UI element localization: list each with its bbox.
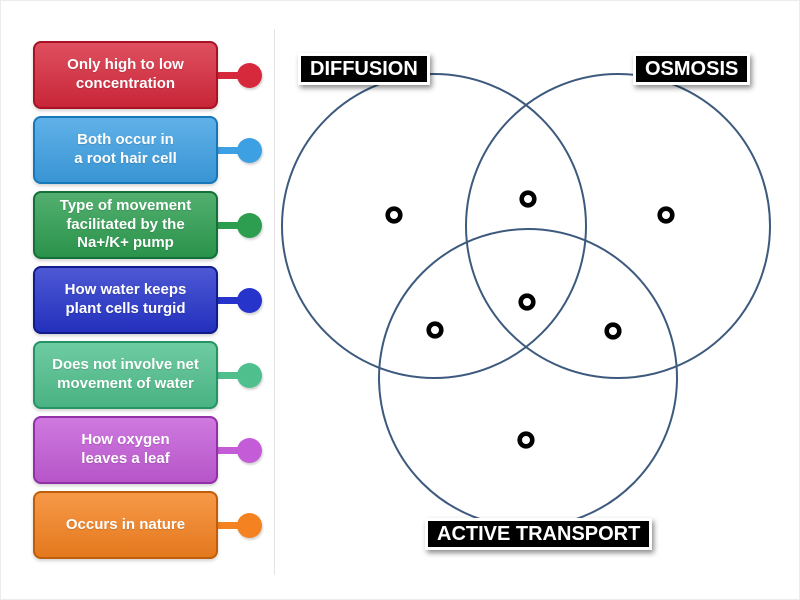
pin-handle-icon <box>237 212 262 238</box>
pin-stem <box>213 446 251 454</box>
pin-handle-icon <box>237 437 262 463</box>
drop-target-all-three[interactable] <box>518 293 536 311</box>
label-card-text: Does not involve net movement of water <box>52 356 199 392</box>
label-card-text: Only high to low concentration <box>67 56 184 92</box>
venn-circle-diffusion <box>281 73 587 379</box>
label-card-text: How oxygen leaves a leaf <box>81 431 170 467</box>
venn-label-active-transport: ACTIVE TRANSPORT <box>425 518 653 550</box>
label-card-text: Type of movement facilitated by the Na+/… <box>59 196 192 252</box>
label-card[interactable]: How oxygen leaves a leaf <box>33 416 265 484</box>
drop-target-diffusion-osmosis[interactable] <box>519 190 537 208</box>
label-card-body: Type of movement facilitated by the Na+/… <box>33 191 218 259</box>
label-card[interactable]: Type of movement facilitated by the Na+/… <box>33 191 265 259</box>
label-card-text: How water keeps plant cells turgid <box>64 281 187 317</box>
label-card-text: Occurs in nature <box>65 515 186 533</box>
label-card[interactable]: Only high to low concentration <box>33 41 265 109</box>
pin-handle-icon <box>237 137 262 163</box>
label-card-body: Only high to low concentration <box>33 41 218 109</box>
label-card-body: Both occur in a root hair cell <box>33 116 218 184</box>
venn-label-diffusion: DIFFUSION <box>298 53 430 85</box>
label-card-body: Does not involve net movement of water <box>33 341 218 409</box>
label-card-body: How oxygen leaves a leaf <box>33 416 218 484</box>
pin-stem <box>213 221 251 229</box>
label-cards-panel: Only high to low concentration Both occu… <box>33 41 265 566</box>
drop-target-osmosis-only[interactable] <box>657 206 675 224</box>
label-card-text: Both occur in a root hair cell <box>74 131 177 167</box>
pin-handle-icon <box>237 287 262 313</box>
drop-target-diffusion-active-transport[interactable] <box>426 321 444 339</box>
label-card[interactable]: Occurs in nature <box>33 491 265 559</box>
venn-circle-osmosis <box>465 73 771 379</box>
pin-stem <box>213 71 251 79</box>
drop-target-osmosis-active-transport[interactable] <box>604 322 622 340</box>
drop-target-diffusion-only[interactable] <box>385 206 403 224</box>
label-card-body: Occurs in nature <box>33 491 218 559</box>
pin-stem <box>213 146 251 154</box>
pin-stem <box>213 296 251 304</box>
pin-stem <box>213 371 251 379</box>
label-card[interactable]: Both occur in a root hair cell <box>33 116 265 184</box>
pin-handle-icon <box>237 62 262 88</box>
drop-target-active-transport-only[interactable] <box>517 431 535 449</box>
pin-stem <box>213 521 251 529</box>
pin-handle-icon <box>237 362 262 388</box>
label-card[interactable]: Does not involve net movement of water <box>33 341 265 409</box>
panel-divider <box>274 29 275 575</box>
label-card-body: How water keeps plant cells turgid <box>33 266 218 334</box>
venn-label-osmosis: OSMOSIS <box>633 53 751 85</box>
pin-handle-icon <box>237 512 262 538</box>
label-card[interactable]: How water keeps plant cells turgid <box>33 266 265 334</box>
